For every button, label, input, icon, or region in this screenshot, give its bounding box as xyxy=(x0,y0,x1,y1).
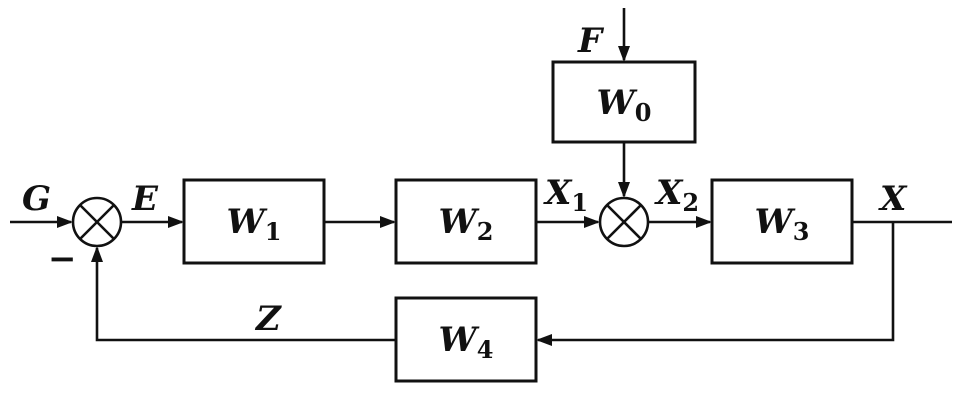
arrowhead-g xyxy=(57,216,73,228)
label-w4: W4 xyxy=(439,320,494,364)
block-w4 xyxy=(394,296,538,383)
label-g: G xyxy=(22,179,51,219)
label-x: X xyxy=(878,179,908,219)
summing-junction-1 xyxy=(71,196,123,248)
label-f: F xyxy=(577,21,605,61)
label-x2: X2 xyxy=(654,173,699,217)
line-z xyxy=(95,248,396,342)
label-w1: W1 xyxy=(227,202,282,246)
block-w1 xyxy=(182,178,326,265)
arrowhead-w1-w2 xyxy=(380,216,396,228)
arrowhead-x1 xyxy=(584,216,600,228)
label-w0: W0 xyxy=(597,83,652,127)
arrowhead-f xyxy=(618,46,630,62)
block-w2 xyxy=(394,178,538,265)
label-w3: W3 xyxy=(755,202,810,246)
label-x1: X1 xyxy=(543,173,588,217)
summing-junction-2 xyxy=(598,196,650,248)
arrowhead-w0-sum2 xyxy=(618,182,630,198)
line-feedback-x xyxy=(538,222,895,342)
arrowhead-feedback-w4 xyxy=(536,334,552,346)
label-w2: W2 xyxy=(439,202,494,246)
arrowhead-z xyxy=(91,246,103,262)
arrowhead-x2 xyxy=(696,216,712,228)
label-z: Z xyxy=(254,299,282,339)
block-w0 xyxy=(551,60,697,144)
arrowhead-e xyxy=(168,216,184,228)
label-e: E xyxy=(131,179,159,219)
feedback-minus-sign: − xyxy=(48,239,77,279)
